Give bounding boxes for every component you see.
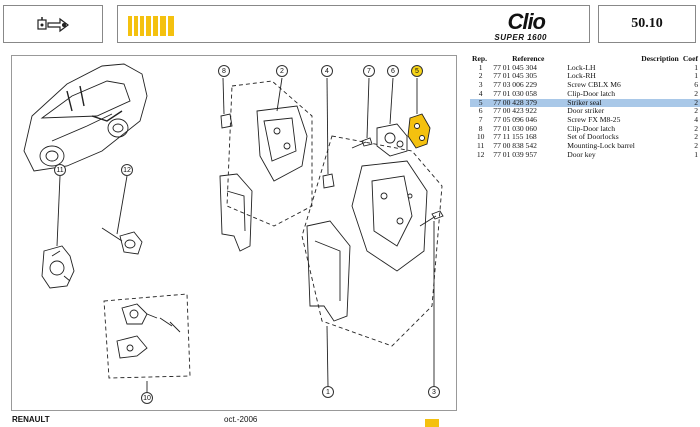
row-desc: Lock-RH (567, 71, 596, 81)
row-ref: 77 01 030 058 (493, 88, 537, 98)
row-rep: 12 (476, 149, 485, 159)
row-coef: 2 (694, 132, 698, 142)
callout-10[interactable]: 10 (141, 392, 153, 404)
table-row[interactable]: 12 77 01 039 957 Door key 1 (470, 149, 700, 160)
row-ref: 77 03 006 229 (493, 80, 537, 90)
exploded-diagram: 8 2 4 7 6 5 11 12 10 1 3 (11, 55, 457, 411)
row-coef: 1 (694, 62, 698, 72)
table-row[interactable]: 8 77 01 030 060 Clip-Door latch 2 (470, 123, 700, 134)
table-row[interactable]: 6 77 00 423 922 Door striker 2 (470, 107, 700, 116)
row-desc: Door striker (567, 106, 605, 116)
brand-logo-sub: SUPER 1600 (494, 33, 547, 42)
row-ref: 77 11 155 168 (493, 132, 537, 142)
callout-3[interactable]: 3 (428, 386, 440, 398)
brand-header: Clio SUPER 1600 (117, 5, 590, 43)
row-rep: 11 (476, 141, 485, 151)
row-desc: Mounting-Lock barrel (567, 141, 635, 151)
col-reference: Reference (512, 54, 545, 63)
row-ref: 77 00 838 542 (493, 141, 537, 151)
row-desc: Screw FX M8-25 (567, 114, 621, 124)
section-icon-box (3, 5, 103, 43)
row-rep: 5 (470, 98, 492, 108)
row-coef: 1 (694, 149, 698, 159)
row-desc: Striker seal (565, 98, 681, 108)
parts-table-header: Rep. Reference Description Coef (470, 54, 700, 64)
row-rep: 2 (478, 71, 483, 81)
row-coef: 2 (694, 106, 698, 116)
row-rep: 1 (478, 62, 483, 72)
callout-11[interactable]: 11 (54, 164, 66, 176)
row-rep: 10 (476, 132, 485, 142)
row-ref: 77 01 045 304 (493, 62, 537, 72)
row-rep: 3 (478, 80, 483, 90)
col-rep: Rep. (472, 54, 487, 63)
row-coef: 2 (680, 98, 700, 108)
row-rep: 4 (478, 88, 483, 98)
diagram-drawing (23, 63, 444, 392)
row-desc: Set of Doorlocks (567, 132, 619, 142)
row-ref: 77 00 428 379 (491, 98, 566, 108)
callout-12[interactable]: 12 (121, 164, 133, 176)
row-coef: 4 (694, 114, 698, 124)
row-rep: 8 (478, 123, 483, 133)
page-number-box: 50.10 (598, 5, 696, 43)
row-rep: 7 (478, 114, 483, 124)
col-description: Description (641, 54, 679, 63)
callout-6[interactable]: 6 (387, 65, 399, 77)
row-desc: Lock-LH (567, 62, 596, 72)
row-desc: Screw CBLX M6 (567, 80, 621, 90)
table-row[interactable]: 2 77 01 045 305 Lock-RH 1 (470, 72, 700, 81)
brand-logo-name: Clio (507, 9, 546, 34)
row-ref: 77 01 039 957 (493, 149, 537, 159)
footer-date: oct.-2006 (224, 415, 258, 424)
row-coef: 2 (694, 123, 698, 133)
row-desc: Clip-Door latch (567, 123, 616, 133)
table-row[interactable]: 10 77 11 155 168 Set of Doorlocks 2 (470, 133, 700, 142)
callout-1[interactable]: 1 (322, 386, 334, 398)
table-row[interactable]: 7 77 05 096 046 Screw FX M8-25 4 (470, 114, 700, 125)
row-ref: 77 01 030 060 (493, 123, 537, 133)
row-coef: 1 (694, 71, 698, 81)
table-row[interactable]: 3 77 03 006 229 Screw CBLX M6 6 (470, 80, 700, 90)
table-row[interactable]: 11 77 00 838 542 Mounting-Lock barrel 2 (470, 141, 700, 151)
car-illustration (23, 63, 148, 172)
callout-4[interactable]: 4 (321, 65, 333, 77)
row-coef: 6 (694, 80, 698, 90)
row-ref: 77 00 423 922 (493, 106, 537, 116)
footer-color-chip (425, 419, 439, 427)
callout-8[interactable]: 8 (218, 65, 230, 77)
row-coef: 2 (694, 141, 698, 151)
col-coef: Coef (682, 54, 698, 63)
callout-2[interactable]: 2 (276, 65, 288, 77)
row-desc: Door key (567, 149, 596, 159)
table-row[interactable]: 1 77 01 045 304 Lock-LH 1 (470, 62, 700, 73)
row-rep: 6 (478, 106, 483, 116)
footer-brand: RENAULT (12, 415, 50, 424)
row-coef: 2 (694, 88, 698, 98)
parts-table: Rep. Reference Description Coef 1 77 01 0… (470, 54, 700, 160)
table-row[interactable]: 4 77 01 030 058 Clip-Door latch 2 (470, 88, 700, 99)
row-desc: Clip-Door latch (567, 88, 616, 98)
callout-7[interactable]: 7 (363, 65, 375, 77)
callout-5-highlighted[interactable]: 5 (411, 65, 423, 77)
row-ref: 77 05 096 046 (493, 114, 537, 124)
yellow-stripes-icon (128, 16, 174, 36)
row-ref: 77 01 045 305 (493, 71, 537, 81)
page-number: 50.10 (631, 16, 663, 31)
key-lock-icon (37, 17, 69, 33)
